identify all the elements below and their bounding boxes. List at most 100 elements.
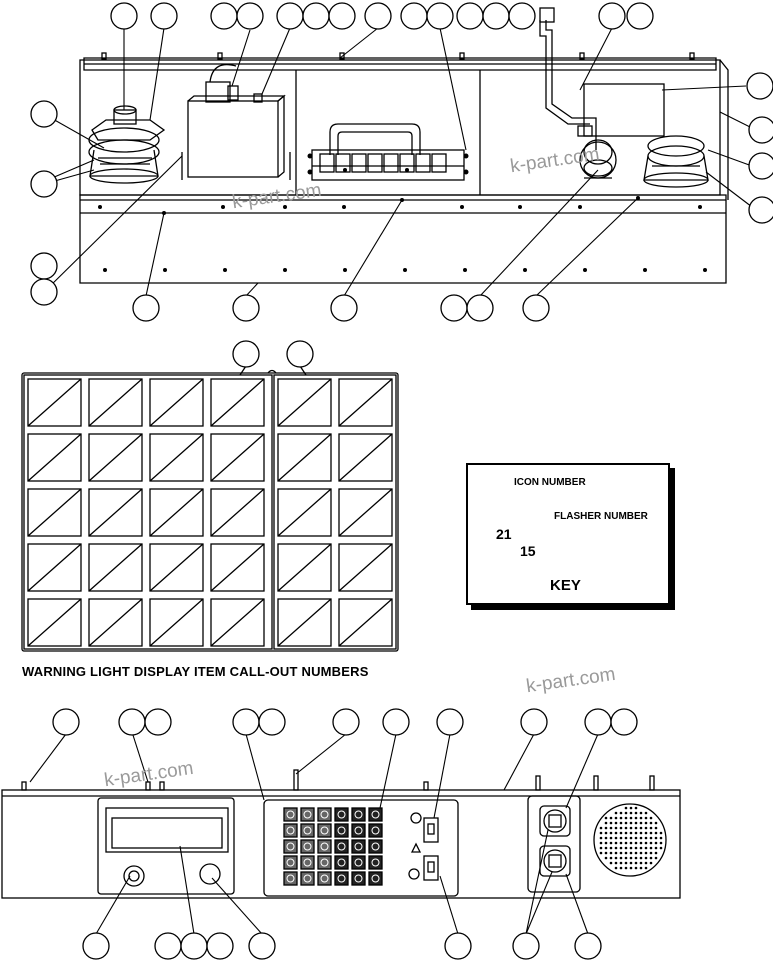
grille-hole [609,831,613,835]
warning-light-cell [27,598,82,647]
warning-light-cell-divider [88,378,143,427]
flasher-number-label: FLASHER NUMBER [554,511,648,522]
warning-light-cell-divider [149,598,204,647]
grille-hole [639,841,643,845]
bottom-callout-balloons [52,708,638,960]
grille-hole [604,846,608,850]
mini-warning-light-icon [303,874,312,883]
mini-warning-light [300,871,315,886]
warning-light-cell [27,543,82,592]
sample-icon-number: 21 [496,526,512,542]
grille-hole [619,866,623,870]
grille-hole [609,826,613,830]
mini-warning-light-icon [320,810,329,819]
grille-hole [634,831,638,835]
grille-hole [599,826,603,830]
grille-hole [619,836,623,840]
warning-light-cell-divider [338,433,393,482]
top-panel-assembly [79,7,729,284]
warning-grid-right [277,378,393,647]
grille-hole [634,861,638,865]
mini-warning-light [317,839,332,854]
mini-warning-light-icon [337,858,346,867]
warning-light-cell-divider [149,433,204,482]
grille-hole [624,851,628,855]
warning-light-cell-divider [210,543,265,592]
warning-light-cell-divider [210,433,265,482]
warning-light-cell-divider [277,378,332,427]
grille-hole [629,851,633,855]
grille-hole [629,866,633,870]
grille-hole [634,811,638,815]
warning-light-cell-divider [338,598,393,647]
mini-warning-light [351,855,366,870]
grille-hole [614,826,618,830]
warning-light-cell-divider [210,378,265,427]
grille-hole [609,821,613,825]
grille-hole [629,861,633,865]
grille-hole [619,841,623,845]
warning-light-cell-divider [338,488,393,537]
grille-hole [644,821,648,825]
mini-warning-light-icon [371,858,380,867]
grille-hole [654,846,658,850]
grille-hole [649,861,653,865]
warning-light-cell-divider [27,378,82,427]
grille-hole [639,846,643,850]
grille-hole [604,836,608,840]
grille-hole [629,841,633,845]
mini-warning-light [351,823,366,838]
warning-light-cell [277,378,332,427]
warning-light-cell [210,598,265,647]
grille-hole [604,816,608,820]
warning-light-cell [88,543,143,592]
mini-warning-light-icon [303,810,312,819]
grille-hole [629,836,633,840]
grille-hole [624,806,628,810]
warning-light-cell [88,598,143,647]
grille-hole [619,816,623,820]
warning-light-cell-divider [277,543,332,592]
mini-warning-light [334,855,349,870]
warning-light-cell [277,598,332,647]
warning-light-cell [88,488,143,537]
grille-hole [624,841,628,845]
grille-hole [599,846,603,850]
grille-hole [624,816,628,820]
grille-hole [629,831,633,835]
grille-hole [649,856,653,860]
grille-hole [609,836,613,840]
warning-light-cell [149,433,204,482]
warning-light-cell [338,543,393,592]
grille-hole [659,846,663,850]
mini-warning-light [351,871,366,886]
grille-hole [599,836,603,840]
grille-hole [639,866,643,870]
mini-warning-lights [283,807,383,886]
warning-light-cell [277,543,332,592]
warning-light-cell-divider [27,433,82,482]
mini-warning-light-icon [337,874,346,883]
warning-light-cell-divider [27,598,82,647]
warning-light-cell [149,543,204,592]
grille-hole [599,831,603,835]
sample-flasher-number: 15 [520,543,536,559]
warning-light-display [21,340,399,652]
grille-hole [624,836,628,840]
grille-hole [614,811,618,815]
grille-hole [614,841,618,845]
grille-hole [659,831,663,835]
warning-light-cell-divider [338,378,393,427]
grille-hole [624,856,628,860]
grille-hole [634,866,638,870]
grille-hole [639,861,643,865]
grille-hole [599,841,603,845]
mini-warning-light-icon [286,826,295,835]
mini-warning-light [368,807,383,822]
warning-light-cell [27,433,82,482]
mini-warning-light [334,807,349,822]
grille-hole [614,856,618,860]
grille-hole [654,826,658,830]
warning-light-cell-divider [338,543,393,592]
grille-hole [629,846,633,850]
